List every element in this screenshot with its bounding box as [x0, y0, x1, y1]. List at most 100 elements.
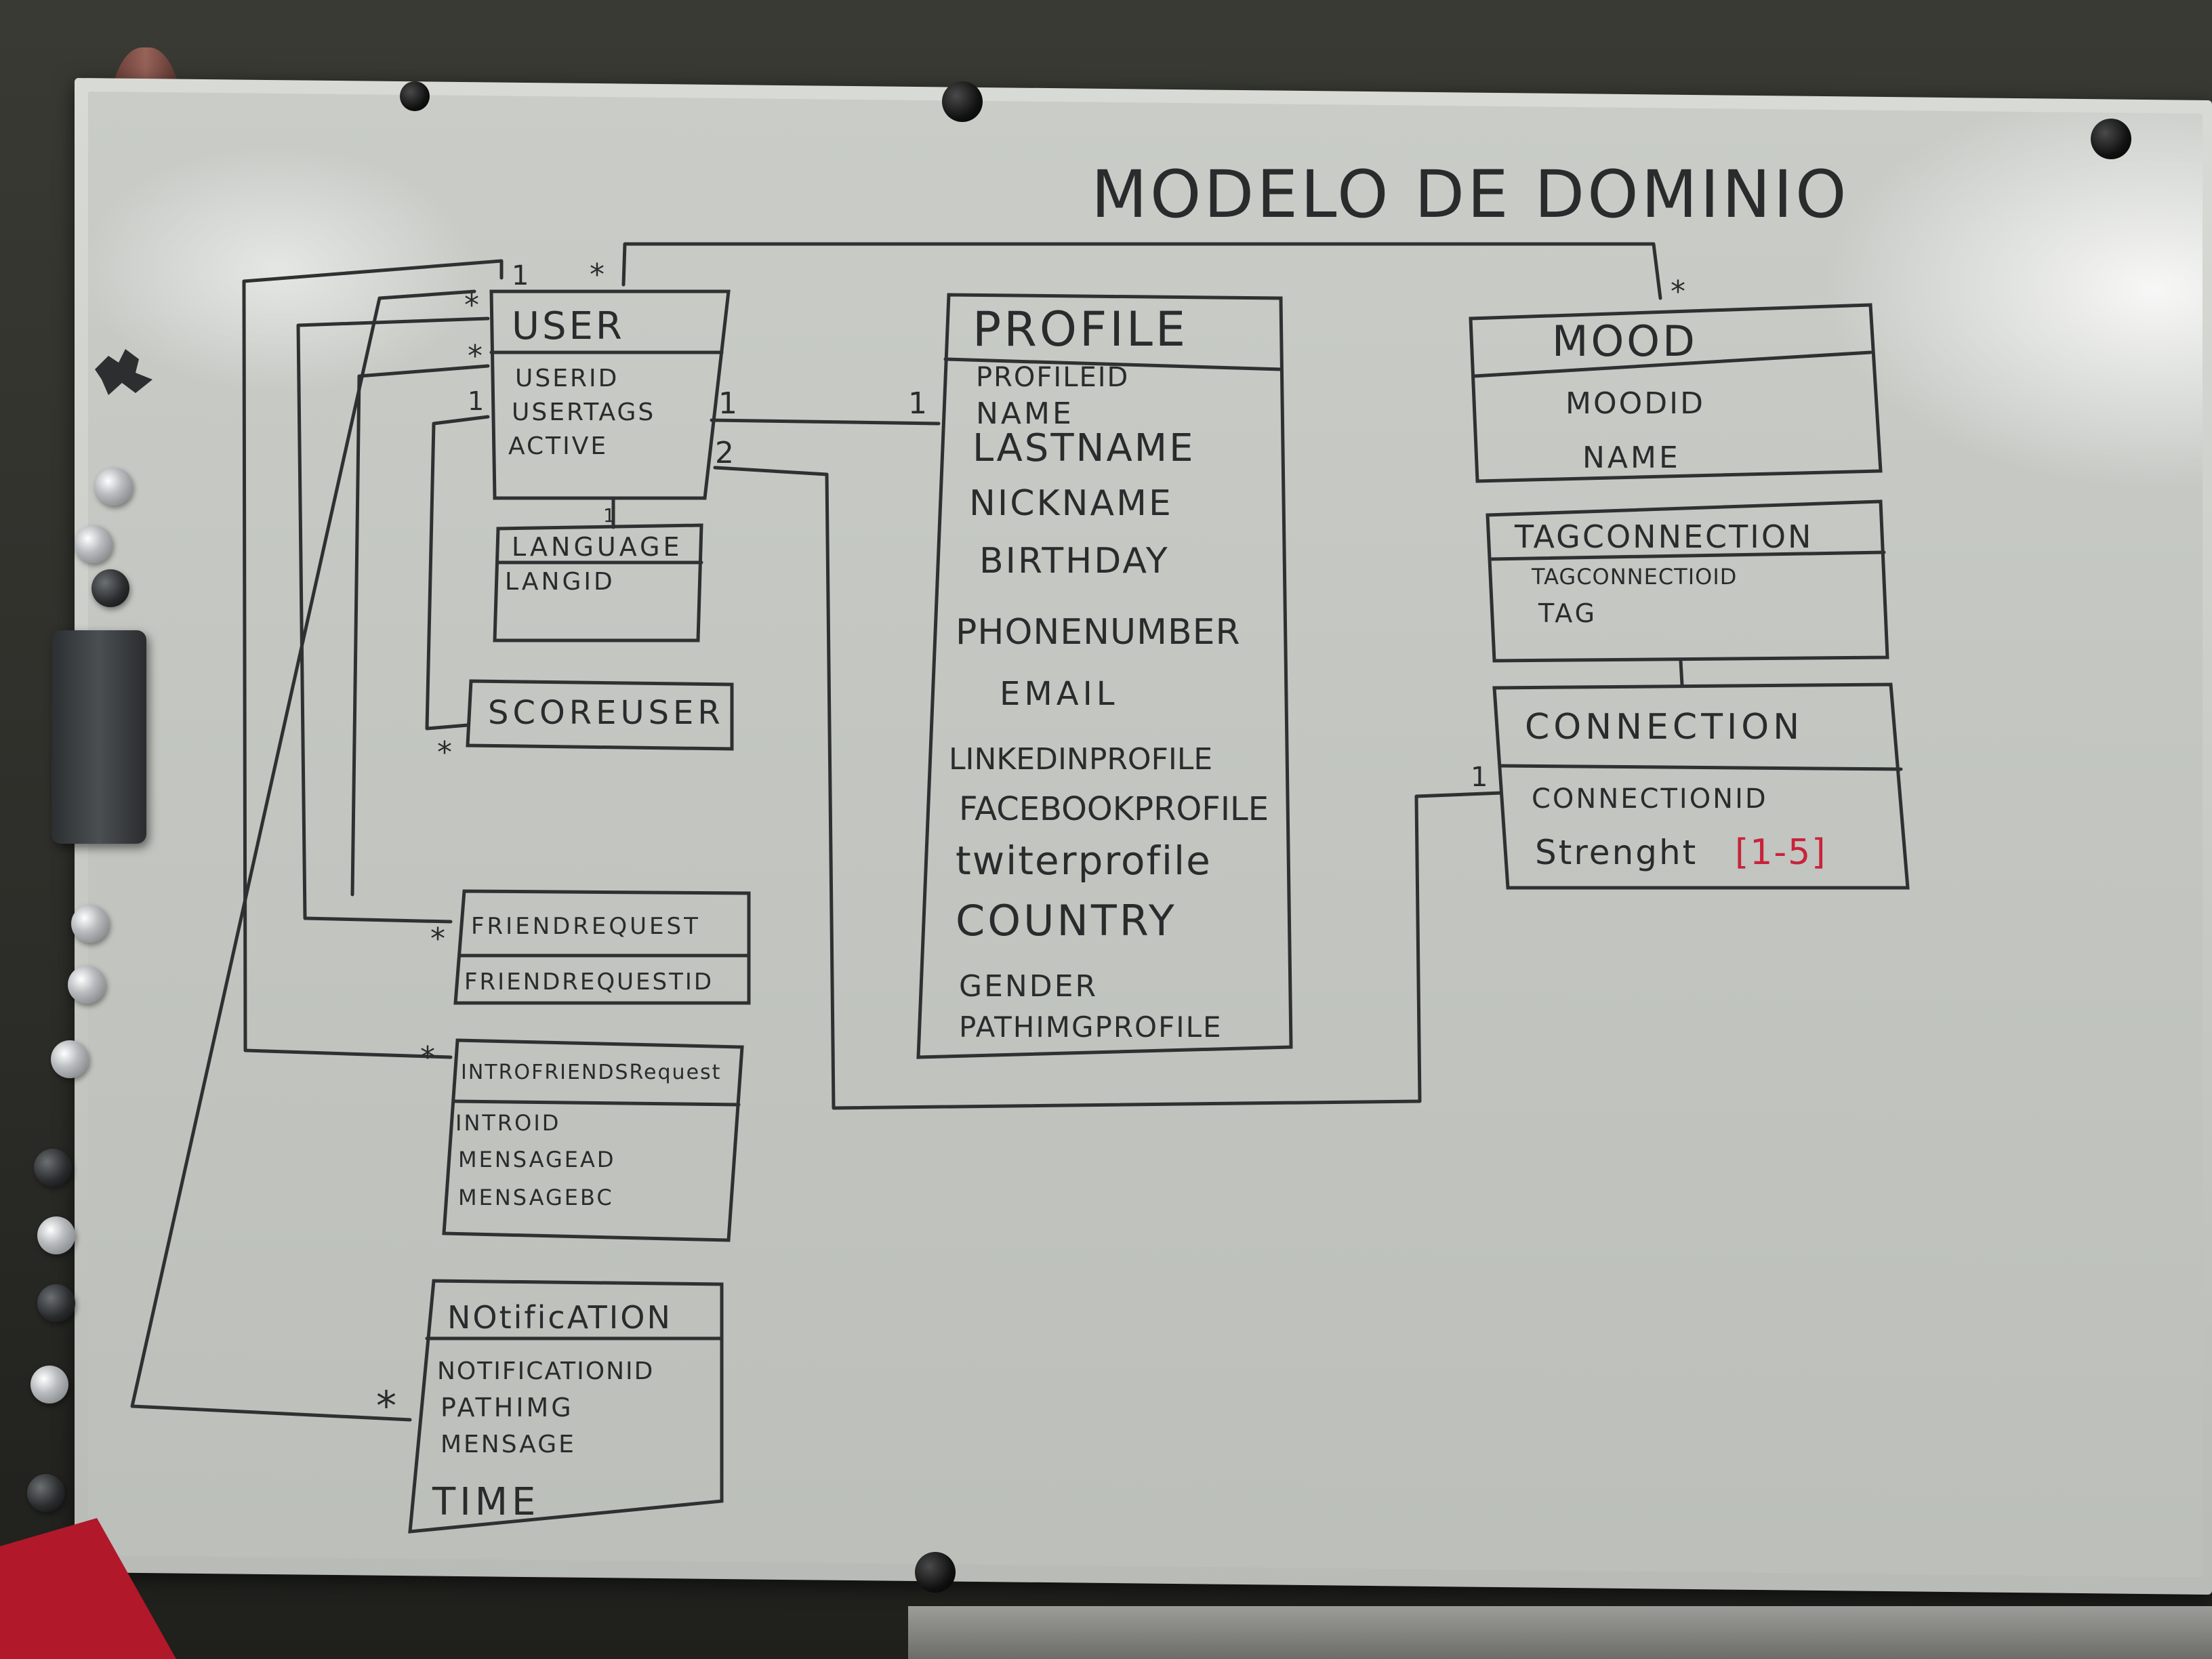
profile-attr: EMAIL: [1000, 675, 1118, 713]
pin-top-left: [400, 81, 430, 111]
entity-connection: CONNECTION CONNECTIONID Strenght [1-5]: [1492, 682, 1910, 890]
profile-attr: PHONENUMBER: [956, 612, 1241, 653]
entity-scoreuser: SCOREUSER: [466, 679, 734, 751]
pin-top: [942, 81, 983, 122]
magnet: [37, 1284, 75, 1322]
whiteboard-eraser: [52, 630, 146, 844]
mood-title: MOOD: [1552, 316, 1698, 366]
entity-language: LANGUAGE LANGID: [493, 523, 703, 642]
language-box-outline: [493, 523, 703, 642]
connection-title: CONNECTION: [1525, 707, 1803, 747]
multiplicity-label: 1: [603, 504, 615, 527]
entity-introfriendsrequest: INTROFRIENDSRequest INTROID MENSAGEAD ME…: [442, 1038, 744, 1242]
mood-divider: [1472, 350, 1872, 378]
user-attr: USERID: [515, 365, 619, 392]
notification-attr: PATHIMG: [441, 1393, 574, 1422]
user-attr: ACTIVE: [508, 432, 608, 460]
entity-friendrequest: FRIENDREQUEST FRIENDREQUESTID: [453, 889, 751, 1005]
user-notification-relation: [130, 289, 476, 1422]
magnet: [95, 468, 133, 506]
profile-divider: [943, 357, 1283, 371]
introfriendsrequest-attr: MENSAGEAD: [458, 1147, 616, 1172]
profile-box-outline: [916, 293, 1293, 1059]
user-scoreuser-relation: [425, 415, 490, 731]
profile-attr: GENDER: [959, 969, 1098, 1004]
introfriendsrequest-attr: INTROID: [455, 1110, 560, 1136]
friendrequest-title: FRIENDREQUEST: [471, 913, 701, 940]
tagconnection-connection-link: [1679, 659, 1684, 687]
user-mood-relation: [621, 242, 1662, 300]
multiplicity-label: 1: [718, 386, 737, 421]
mood-attr: MOODID: [1565, 386, 1705, 421]
user-attr: USERTAGS: [512, 398, 655, 426]
entity-notification: NOtificATION NOTIFICATIONID PATHIMG MENS…: [408, 1279, 724, 1534]
tagconnection-box-outline: [1486, 499, 1889, 663]
entity-mood: MOOD MOODID NAME: [1469, 303, 1883, 483]
scoreuser-title: SCOREUSER: [488, 694, 724, 732]
connection-strength-range: [1-5]: [1735, 832, 1827, 873]
user-connection-relation: [713, 466, 1503, 1110]
profile-title: PROFILE: [972, 302, 1188, 357]
pin-bottom: [915, 1552, 956, 1593]
multiplicity-label: 2: [715, 436, 734, 470]
notification-attr: TIME: [432, 1480, 539, 1524]
profile-attr: NICKNAME: [969, 483, 1173, 524]
user-title: USER: [512, 304, 625, 348]
profile-attr: NAME: [976, 396, 1074, 431]
profile-attr: FACEBOOKPROFILE: [959, 790, 1269, 828]
introfriendsrequest-attr: MENSAGEBC: [458, 1185, 614, 1210]
multiplicity-label: *: [420, 1040, 435, 1075]
notification-attr: MENSAGE: [441, 1431, 576, 1458]
user-scoreuser-relation-outer: [350, 364, 490, 897]
connection-divider: [1499, 764, 1903, 771]
multiplicity-label: 1: [908, 386, 927, 421]
connection-attr: CONNECTIONID: [1532, 783, 1768, 815]
entity-profile: PROFILE PROFILEID NAME LASTNAME NICKNAME…: [916, 293, 1293, 1059]
user-profile-relation: [710, 418, 941, 426]
pin-top-right: [2091, 119, 2131, 159]
mood-attr: NAME: [1582, 441, 1681, 475]
multiplicity-label: *: [430, 922, 445, 956]
user-introfriendsrequest-relation: [242, 259, 504, 1059]
profile-attr: twiterprofile: [956, 838, 1212, 884]
introfriendsrequest-box-outline: [442, 1038, 744, 1242]
magnet: [34, 1149, 72, 1187]
introfriendsrequest-title: INTROFRIENDSRequest: [461, 1061, 721, 1084]
magnet: [37, 1216, 75, 1254]
multiplicity-label: *: [590, 258, 605, 292]
puzzle-magnet-icon: [95, 349, 152, 395]
connection-box-outline: [1492, 682, 1910, 890]
user-friendrequest-relation: [296, 316, 490, 924]
multiplicity-label: 1: [1471, 762, 1488, 793]
entity-tagconnection: TAGCONNECTION TAGCONNECTIOID TAG: [1486, 499, 1889, 663]
tagconnection-attr: TAG: [1538, 598, 1597, 628]
notification-title: NOtificATION: [447, 1299, 672, 1336]
connection-attr: Strenght: [1535, 833, 1698, 872]
profile-attr: PROFILEID: [976, 362, 1129, 393]
friendrequest-attr: FRIENDREQUESTID: [464, 968, 714, 996]
magnet: [75, 525, 112, 563]
notification-box-outline: [408, 1279, 724, 1534]
profile-attr: LASTNAME: [972, 426, 1195, 470]
magnet: [27, 1474, 65, 1512]
multiplicity-label: *: [468, 339, 483, 373]
introfriendsrequest-divider: [452, 1099, 741, 1107]
tagconnection-divider: [1489, 550, 1886, 561]
friendrequest-box-outline: [453, 889, 751, 1005]
magnet: [51, 1040, 89, 1078]
multiplicity-label: *: [376, 1382, 396, 1430]
entity-user: USER USERID USERTAGS ACTIVE: [489, 289, 731, 500]
user-box-outline: [489, 289, 731, 500]
profile-attr: COUNTRY: [956, 896, 1177, 945]
notification-attr: NOTIFICATIONID: [437, 1357, 654, 1385]
magnet: [91, 569, 129, 607]
tagconnection-attr: TAGCONNECTIOID: [1531, 564, 1737, 590]
multiplicity-label: *: [1671, 274, 1685, 309]
profile-attr: BIRTHDAY: [979, 541, 1170, 581]
multiplicity-label: 1: [468, 386, 484, 416]
tagconnection-title: TAGCONNECTION: [1514, 518, 1813, 555]
diagram-title: MODELO DE DOMINIO: [1091, 157, 1849, 232]
language-title: LANGUAGE: [512, 532, 683, 562]
